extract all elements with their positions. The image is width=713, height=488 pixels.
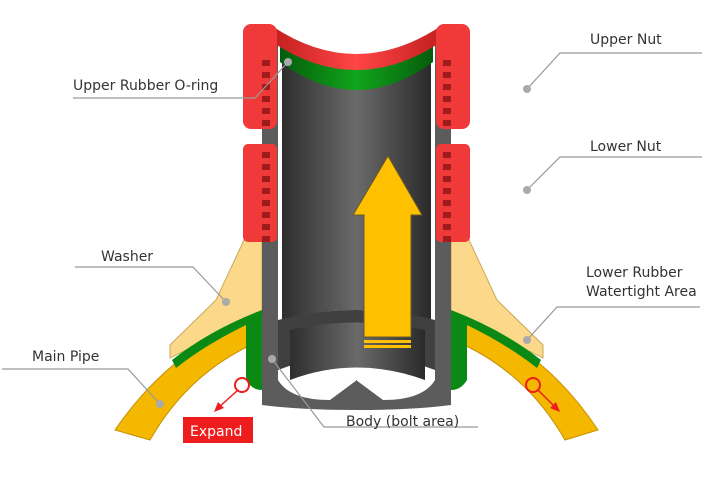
- thread-tooth: [443, 200, 451, 206]
- thread-tooth: [443, 224, 451, 230]
- thread-tooth: [443, 108, 451, 114]
- label-body: Body (bolt area): [346, 414, 459, 430]
- thread-tooth: [262, 224, 270, 230]
- thread-tooth: [262, 212, 270, 218]
- thread-tooth: [443, 176, 451, 182]
- label-lower-rubber-line1: Lower Rubber: [586, 265, 683, 281]
- leader-dots: [156, 58, 531, 408]
- label-upper-nut: Upper Nut: [590, 32, 662, 48]
- thread-tooth: [443, 152, 451, 158]
- expand-marker-right: [525, 377, 560, 412]
- thread-teeth: [262, 60, 451, 242]
- main-pipe: [114, 319, 599, 441]
- thread-tooth: [443, 72, 451, 78]
- thread-tooth: [443, 60, 451, 66]
- thread-tooth: [262, 152, 270, 158]
- svg-text:Expand: Expand: [190, 424, 242, 440]
- upper-nut-rim: [272, 26, 441, 70]
- label-upper-rubber-oring: Upper Rubber O-ring: [73, 78, 218, 94]
- label-main-pipe: Main Pipe: [32, 349, 99, 365]
- thread-tooth: [262, 236, 270, 242]
- thread-tooth: [262, 60, 270, 66]
- label-washer: Washer: [101, 249, 153, 265]
- expand-badge: Expand: [183, 417, 253, 443]
- thread-tooth: [443, 84, 451, 90]
- thread-tooth: [262, 108, 270, 114]
- lower-rubber: [172, 310, 541, 390]
- thread-tooth: [443, 212, 451, 218]
- thread-tooth: [262, 164, 270, 170]
- expand-marker-left: [214, 377, 250, 412]
- body: [262, 40, 451, 410]
- thread-tooth: [262, 96, 270, 102]
- thread-tooth: [443, 120, 451, 126]
- thread-tooth: [443, 188, 451, 194]
- thread-tooth: [262, 188, 270, 194]
- leader-lines: [2, 52, 702, 428]
- thread-tooth: [262, 176, 270, 182]
- upper-nut: [243, 24, 470, 129]
- thread-tooth: [443, 164, 451, 170]
- thread-tooth: [262, 72, 270, 78]
- thread-tooth: [443, 236, 451, 242]
- thread-tooth: [262, 200, 270, 206]
- thread-tooth: [262, 120, 270, 126]
- label-lower-rubber-line2: Watertight Area: [586, 284, 697, 300]
- thread-tooth: [443, 96, 451, 102]
- label-lower-nut: Lower Nut: [590, 139, 662, 155]
- thread-tooth: [262, 84, 270, 90]
- flow-arrow-icon: [352, 155, 423, 348]
